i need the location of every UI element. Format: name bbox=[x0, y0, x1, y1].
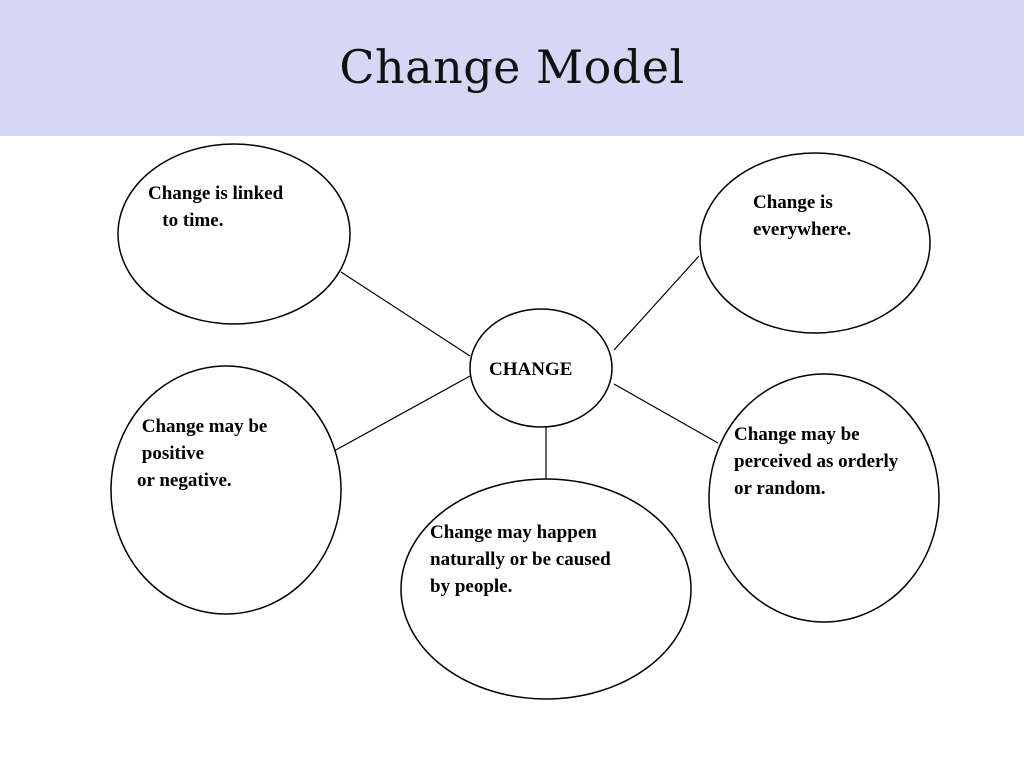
node-positive-negative-label: Change may be positive or negative. bbox=[137, 416, 268, 491]
connector-everywhere bbox=[613, 255, 700, 351]
node-orderly-random bbox=[708, 373, 940, 623]
node-center-label: CHANGE bbox=[489, 359, 573, 380]
node-natural-people-label: Change may happen naturally or be caused… bbox=[430, 522, 611, 597]
connector-positive-negative bbox=[333, 375, 471, 452]
connector-time bbox=[340, 271, 471, 357]
connector-orderly-random bbox=[613, 383, 719, 444]
node-everywhere-label: Change is everywhere. bbox=[753, 192, 852, 240]
node-time-label: Change is linked to time. bbox=[148, 183, 284, 231]
node-time bbox=[117, 143, 351, 325]
title-band bbox=[0, 0, 1024, 136]
slide-title: Change Model bbox=[339, 40, 685, 94]
node-orderly-random-label: Change may be perceived as orderly or ra… bbox=[734, 424, 899, 499]
node-everywhere bbox=[699, 152, 931, 334]
node-positive-negative bbox=[110, 365, 342, 615]
node-center bbox=[469, 308, 613, 428]
node-natural-people bbox=[400, 478, 692, 700]
